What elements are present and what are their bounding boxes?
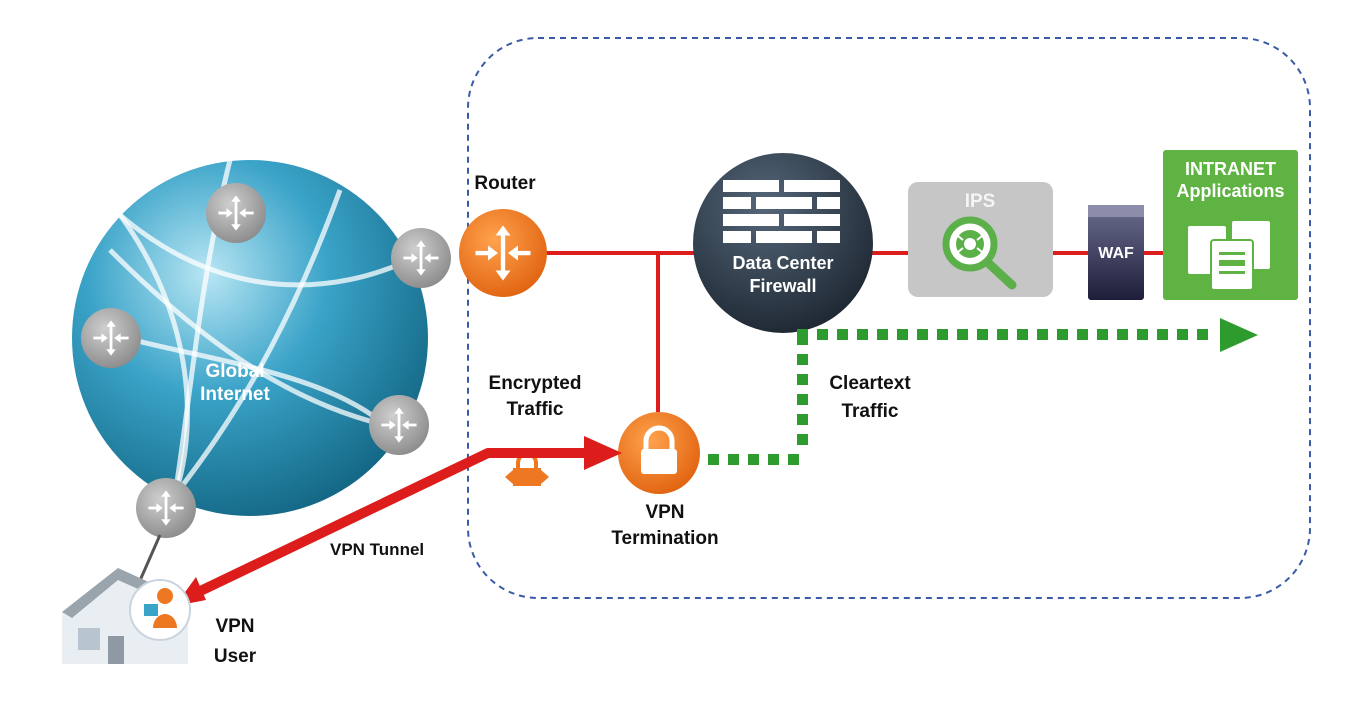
- cleartext-dot: [728, 454, 739, 465]
- cleartext-dot: [1077, 329, 1088, 340]
- cleartext-dot: [897, 329, 908, 340]
- cleartext-dot: [1037, 329, 1048, 340]
- cleartext-dot: [797, 394, 808, 405]
- cleartext-dot: [1117, 329, 1128, 340]
- cleartext-arrowhead: [1220, 318, 1258, 352]
- vpn-termination-label-line1: VPN: [645, 502, 685, 523]
- firewall-label: Data Center Firewall: [713, 252, 853, 298]
- cleartext-dot: [1177, 329, 1188, 340]
- cleartext-label-line1: Cleartext: [829, 373, 911, 394]
- intranet-label: INTRANET Applications: [1163, 158, 1298, 202]
- intranet-label-line2: Applications: [1176, 181, 1285, 201]
- cleartext-path: [708, 318, 1258, 465]
- cleartext-dot: [708, 454, 719, 465]
- cleartext-dot: [797, 329, 808, 340]
- firewall-label-line2: Firewall: [749, 276, 817, 296]
- vpn-user-label-line1: VPN: [215, 616, 255, 637]
- cleartext-label-line2: Traffic: [841, 401, 899, 422]
- server-icon: [1088, 205, 1144, 300]
- data-center-boundary: [467, 37, 1311, 599]
- vpn-tunnel-label: VPN Tunnel: [330, 540, 425, 559]
- cleartext-dot: [1157, 329, 1168, 340]
- internet-router-icon: [81, 308, 141, 368]
- cleartext-dot: [797, 374, 808, 385]
- cleartext-dot: [1137, 329, 1148, 340]
- encrypted-label-line2: Traffic: [506, 399, 564, 420]
- vpn-termination-label: VPN Termination: [600, 500, 730, 552]
- globe-label-line2: Internet: [200, 384, 270, 405]
- waf-label: WAF: [1098, 245, 1134, 262]
- firewall-label-line1: Data Center: [732, 253, 834, 273]
- cleartext-dot: [817, 329, 828, 340]
- vpn-user-label: VPN User: [205, 612, 265, 672]
- cleartext-dot: [748, 454, 759, 465]
- encrypted-packet-icon: [505, 452, 549, 486]
- cleartext-dot: [857, 329, 868, 340]
- cleartext-dot: [788, 454, 799, 465]
- cleartext-traffic-label: Cleartext Traffic: [820, 370, 920, 426]
- cleartext-dot: [997, 329, 1008, 340]
- cleartext-dot: [957, 329, 968, 340]
- documents-icon: [1186, 219, 1272, 291]
- encrypted-traffic-label: Encrypted Traffic: [470, 371, 600, 423]
- cleartext-dot: [797, 354, 808, 365]
- router-label: Router: [474, 173, 536, 194]
- ips-appliance: [908, 182, 1053, 297]
- cleartext-dot: [917, 329, 928, 340]
- router-icon: [459, 209, 547, 297]
- internet-router-icon: [206, 183, 266, 243]
- encrypted-label-line1: Encrypted: [488, 373, 582, 394]
- cleartext-dot: [797, 414, 808, 425]
- cleartext-dot: [1017, 329, 1028, 340]
- vpn-termination-label-line2: Termination: [611, 528, 719, 549]
- internet-router-icon: [391, 228, 451, 288]
- cleartext-dot: [937, 329, 948, 340]
- globe-label: Global Internet: [180, 360, 290, 406]
- user-uplink: [136, 534, 162, 586]
- lock-icon: [618, 412, 700, 494]
- cleartext-dot: [877, 329, 888, 340]
- internet-router-icon: [136, 478, 196, 538]
- cleartext-dot: [1197, 329, 1208, 340]
- globe-icon: [72, 159, 428, 516]
- globe-label-line1: Global: [205, 361, 265, 382]
- cleartext-dot: [797, 434, 808, 445]
- intranet-applications: [1163, 150, 1298, 300]
- ips-label: IPS: [964, 191, 996, 212]
- cleartext-dot: [1097, 329, 1108, 340]
- vpn-user-label-line2: User: [213, 646, 257, 667]
- cleartext-dot: [837, 329, 848, 340]
- firewall-brick-icon: [693, 153, 873, 333]
- intranet-label-line1: INTRANET: [1185, 159, 1276, 179]
- cleartext-dot: [768, 454, 779, 465]
- bug-magnifier-icon: [942, 216, 1017, 290]
- cleartext-dot: [977, 329, 988, 340]
- house-user-icon: [62, 568, 191, 664]
- internet-router-icon: [369, 395, 429, 455]
- cleartext-dot: [1057, 329, 1068, 340]
